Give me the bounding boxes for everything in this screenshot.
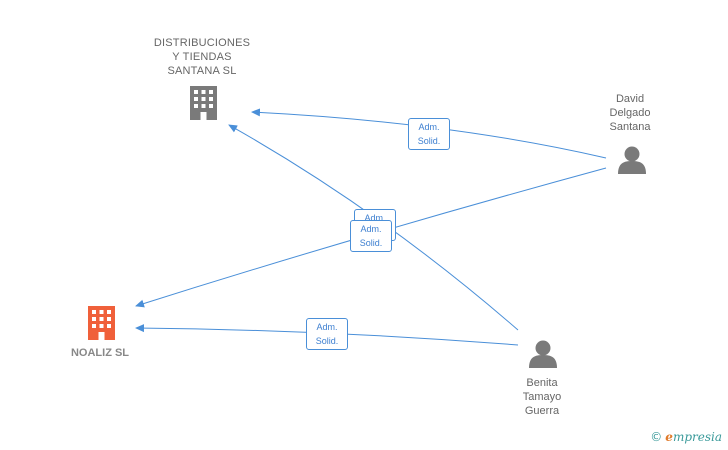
person-label-david[interactable]: David Delgado Santana bbox=[609, 93, 651, 133]
watermark: ©empresia bbox=[650, 430, 722, 444]
person-label-benita[interactable]: Benita Tamayo Guerra bbox=[522, 377, 562, 417]
edge-label-david-noaliz: Adm. Solid. bbox=[350, 220, 392, 252]
building-icon[interactable] bbox=[190, 86, 217, 120]
copyright-icon: © bbox=[650, 430, 663, 444]
building-icon[interactable] bbox=[88, 306, 115, 340]
company-label-noaliz[interactable]: NOALIZ SL bbox=[70, 347, 130, 359]
brand-initial: e bbox=[665, 430, 673, 444]
person-icon[interactable] bbox=[618, 146, 646, 175]
brand-name: mpresia bbox=[672, 430, 722, 444]
edge-label-david-distribuciones: Adm. Solid. bbox=[408, 118, 450, 150]
person-icon[interactable] bbox=[529, 340, 557, 369]
company-label-distribuciones[interactable]: DISTRIBUCIONES Y TIENDAS SANTANA SL bbox=[153, 37, 251, 77]
edge-label-benita-noaliz: Adm. Solid. bbox=[306, 318, 348, 350]
